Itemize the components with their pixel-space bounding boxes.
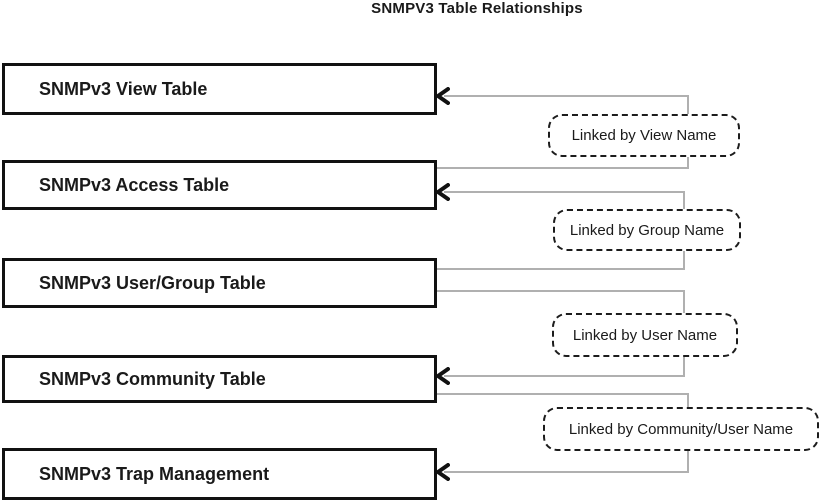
link-label-text: Linked by User Name	[572, 326, 718, 344]
arrowhead-left-icon	[436, 463, 450, 481]
connector-line	[437, 268, 685, 270]
link-label-group-name: Linked by Group Name	[553, 209, 741, 251]
table-box-community-table: SNMPv3 Community Table	[2, 355, 437, 403]
arrowhead-left-icon	[436, 183, 450, 201]
table-box-label: SNMPv3 Access Table	[39, 174, 230, 195]
table-box-label: SNMPv3 User/Group Table	[39, 272, 266, 293]
connector-line	[444, 375, 685, 377]
arrowhead-left-icon	[436, 367, 450, 385]
connector-line	[444, 471, 689, 473]
table-box-access-table: SNMPv3 Access Table	[2, 160, 437, 210]
connector-line	[444, 191, 685, 193]
connector-line	[437, 290, 685, 292]
table-box-label: SNMPv3 Trap Management	[39, 463, 270, 484]
link-label-text: Linked by View Name	[571, 127, 717, 144]
link-label-view-name: Linked by View Name	[548, 114, 740, 157]
table-box-label: SNMPv3 View Table	[39, 78, 208, 99]
table-box-label: SNMPv3 Community Table	[39, 368, 266, 389]
table-box-user-group-table: SNMPv3 User/Group Table	[2, 258, 437, 308]
link-label-community-user-name: Linked by Community/User Name	[543, 407, 819, 451]
table-box-view-table: SNMPv3 View Table	[2, 63, 437, 115]
link-label-user-name: Linked by User Name	[552, 313, 738, 357]
link-label-text: Linked by Group Name	[569, 221, 725, 239]
table-box-trap-management: SNMPv3 Trap Management	[2, 448, 437, 500]
connector-line	[444, 95, 689, 97]
connector-line	[437, 393, 689, 395]
link-label-text: Linked by Community/User Name	[568, 420, 794, 438]
arrowhead-left-icon	[436, 87, 450, 105]
connector-line	[437, 167, 689, 169]
diagram-title: SNMPV3 Table Relationships	[371, 0, 583, 17]
